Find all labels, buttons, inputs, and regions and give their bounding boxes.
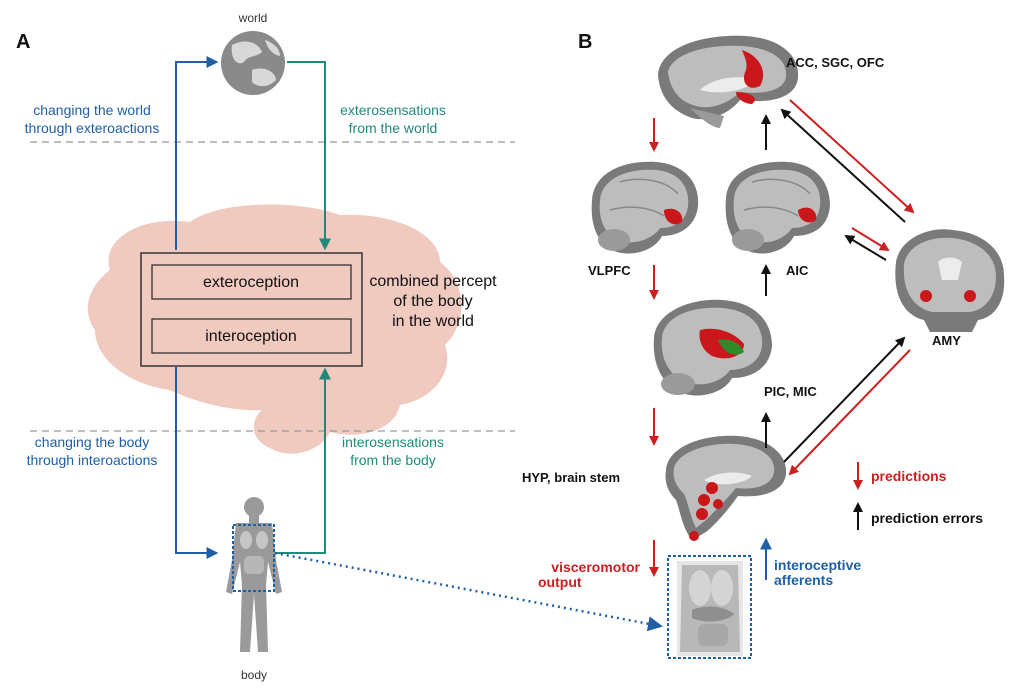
brain-vlpfc: [591, 161, 699, 254]
interoactions-text-1: changing the body: [35, 434, 149, 450]
visceromotor-text-1: visceromotor: [551, 559, 640, 575]
body-label: body: [241, 668, 267, 682]
body-organs: [240, 531, 268, 574]
world-globe-icon: [221, 31, 285, 95]
interoactions-text-2: through interoactions: [27, 452, 158, 468]
exterosensations-text-1: exterosensations: [340, 102, 446, 118]
brain-amy: [895, 229, 1005, 332]
percept-text-1: combined percept: [369, 273, 497, 290]
acc-label: ACC, SGC, OFC: [786, 55, 885, 70]
exteroactions-text-2: through exteroactions: [25, 120, 160, 136]
human-body-icon: [226, 497, 282, 652]
interoception-text: interoception: [205, 328, 297, 345]
exteroception-text: exteroception: [203, 274, 299, 291]
interosensations-text-1: interosensations: [342, 434, 444, 450]
torso-icon: [677, 561, 743, 656]
interosensations-text-2: from the body: [350, 452, 436, 468]
world-label: world: [238, 11, 268, 25]
aic-label: AIC: [786, 263, 809, 278]
panel-b-label: B: [578, 31, 592, 53]
afferents-text-1: interoceptive: [774, 557, 861, 573]
hyp-label: HYP, brain stem: [522, 470, 620, 485]
percept-text-3: in the world: [392, 313, 474, 330]
err-amy-aic: [844, 234, 887, 261]
brain-pic: [653, 299, 772, 396]
pred-amy-hyp: [788, 349, 911, 476]
exteroactions-text-1: changing the world: [33, 102, 151, 118]
interosensation-arrow: [275, 367, 331, 554]
pred-acc-amy: [789, 99, 915, 214]
pic-label: PIC, MIC: [764, 384, 817, 399]
panel-a-label: A: [16, 31, 30, 53]
pred-aic-amy: [851, 227, 890, 252]
interoaction-arrow: [175, 367, 219, 559]
amy-label: AMY: [932, 333, 961, 348]
brain-acc: [658, 35, 799, 128]
exteroception-box: [151, 264, 352, 300]
percept-box: [140, 252, 363, 367]
percept-text-2: of the body: [393, 293, 472, 310]
body-torso-highlight: [232, 524, 275, 592]
err-hyp-amy: [783, 336, 906, 463]
err-amy-acc: [780, 108, 906, 223]
brain-hyp: [665, 435, 787, 541]
visceromotor-text-2: output: [538, 574, 582, 590]
exteroaction-arrow: [175, 56, 219, 250]
vlpfc-label: VLPFC: [588, 263, 631, 278]
torso-highlight: [667, 555, 752, 659]
legend-errors-text: prediction errors: [871, 510, 983, 526]
brain-aic: [725, 161, 830, 254]
exterosensations-text-2: from the world: [349, 120, 438, 136]
legend-predictions-text: predictions: [871, 468, 947, 484]
interoception-box: [151, 318, 352, 354]
brain-silhouette: [87, 204, 462, 454]
exterosensation-arrow: [287, 61, 331, 251]
afferents-text-2: afferents: [774, 572, 833, 588]
